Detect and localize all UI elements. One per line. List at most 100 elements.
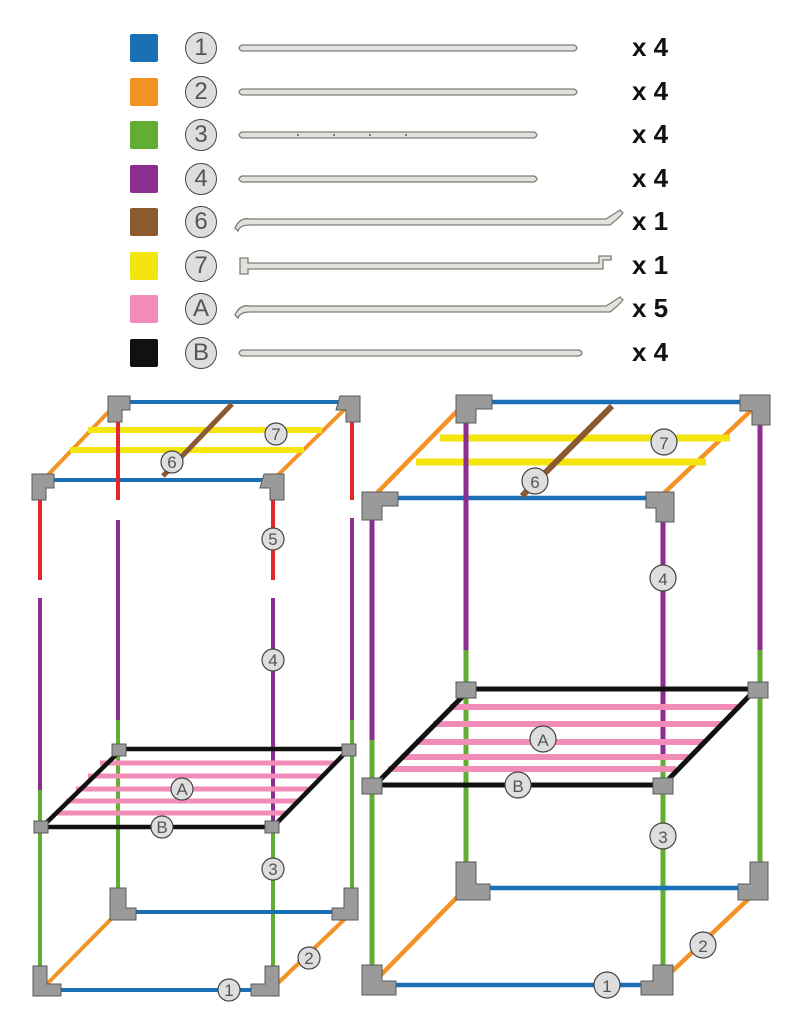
green-color-swatch — [130, 121, 158, 149]
svg-text:B: B — [512, 777, 523, 796]
svg-text:1: 1 — [224, 981, 233, 1000]
tube-illustration — [238, 131, 538, 139]
part-number-badge: A — [185, 293, 217, 325]
part-number-badge: 6 — [185, 206, 217, 238]
part-number-badge: 7 — [185, 249, 217, 282]
part-row-4: 4 x 4 — [0, 159, 800, 199]
svg-text:A: A — [537, 731, 549, 750]
svg-text:2: 2 — [304, 949, 313, 968]
svg-text:4: 4 — [268, 651, 277, 670]
callout-6: 6 — [521, 467, 549, 495]
tube-hole — [333, 134, 335, 136]
svg-text:1: 1 — [602, 977, 611, 996]
part-number-badge: 2 — [185, 75, 217, 108]
part-quantity: x 4 — [632, 119, 669, 149]
tube-illustration — [238, 174, 538, 183]
part-quantity: x 4 — [632, 75, 669, 106]
large-frame: 7 6 4 A B 3 2 1 — [361, 394, 771, 999]
top-left-side-rail — [374, 400, 468, 496]
part-quantity: x 4 — [632, 336, 669, 367]
orange-color-swatch — [130, 77, 158, 106]
callout-A: A — [170, 777, 194, 801]
black-bar — [40, 747, 124, 829]
part-row-3: 3 x 4 — [0, 115, 800, 155]
svg-text:2: 2 — [698, 937, 707, 956]
part-row-1: 1 x 4 — [0, 28, 800, 68]
svg-text:5: 5 — [268, 530, 277, 549]
svg-text:6: 6 — [167, 453, 176, 472]
tube-shape — [238, 87, 578, 96]
part-quantity: x 1 — [632, 206, 669, 236]
black-bar — [373, 687, 472, 787]
part-number-badge: 3 — [185, 119, 217, 151]
part-row-7: 7 x 1 — [0, 246, 800, 286]
black-color-swatch — [130, 338, 158, 367]
yellow-color-swatch — [130, 251, 158, 280]
tube-hole — [369, 134, 371, 136]
callout-5: 5 — [261, 527, 285, 551]
blue-color-swatch — [130, 34, 158, 62]
tube-shape — [238, 44, 578, 52]
tube-illustration — [238, 44, 578, 52]
tube-shape — [234, 209, 624, 233]
brown-color-swatch — [130, 208, 158, 236]
tube-illustration — [238, 348, 583, 357]
svg-text:7: 7 — [659, 434, 668, 453]
tube-illustration — [234, 209, 624, 233]
tube-illustration — [234, 296, 624, 320]
svg-text:7: 7 — [271, 425, 280, 444]
callout-3: 3 — [649, 822, 677, 850]
callout-3: 3 — [261, 857, 285, 881]
part-row-6: 6 x 1 — [0, 202, 800, 242]
purple-color-swatch — [130, 164, 158, 193]
part-quantity: x 1 — [632, 249, 669, 280]
pink-color-swatch — [130, 295, 158, 323]
part-number-badge: 1 — [185, 32, 217, 64]
bottom-right-side-rail — [661, 886, 762, 982]
frame-diagrams: 7 6 5 4 A B 3 2 1 — [31, 394, 771, 1002]
top-right-side-rail — [273, 400, 354, 480]
tube-shape — [238, 174, 538, 183]
top-left-side-rail — [43, 400, 120, 480]
tube-hole — [297, 134, 299, 136]
callout-A: A — [529, 725, 557, 753]
callout-7: 7 — [264, 422, 288, 446]
black-bar — [271, 747, 351, 829]
tube-illustration — [238, 87, 578, 96]
corner-connector — [361, 394, 771, 996]
black-bar — [661, 687, 758, 787]
bottom-left-side-rail — [374, 886, 468, 982]
svg-text:6: 6 — [530, 473, 539, 492]
tube-illustration — [239, 254, 612, 275]
part-row-2: 2 x 4 — [0, 72, 800, 112]
svg-text:B: B — [156, 818, 167, 837]
top-right-side-rail — [661, 400, 762, 496]
callout-1: 1 — [593, 971, 621, 999]
callout-2: 2 — [689, 931, 717, 959]
corner-connector — [31, 395, 361, 997]
tube-shape — [238, 131, 538, 139]
tube-shape — [238, 348, 583, 357]
callout-6: 6 — [160, 450, 184, 474]
svg-text:3: 3 — [268, 860, 277, 879]
callout-2: 2 — [297, 946, 321, 970]
tube-shape — [239, 254, 612, 275]
svg-text:A: A — [176, 780, 188, 799]
part-number-badge: 4 — [185, 162, 217, 195]
small-frame: 7 6 5 4 A B 3 2 1 — [31, 395, 361, 1002]
bottom-left-side-rail — [43, 910, 120, 988]
callout-4: 4 — [649, 564, 677, 592]
callout-B: B — [504, 771, 532, 799]
part-quantity: x 4 — [632, 162, 669, 193]
callout-B: B — [150, 815, 174, 839]
callout-1: 1 — [217, 978, 241, 1002]
svg-text:4: 4 — [658, 570, 667, 589]
tube-hole — [405, 134, 407, 136]
svg-text:3: 3 — [658, 828, 667, 847]
part-number-badge: B — [185, 336, 217, 369]
part-quantity: x 4 — [632, 32, 669, 62]
part-quantity: x 5 — [632, 293, 669, 323]
